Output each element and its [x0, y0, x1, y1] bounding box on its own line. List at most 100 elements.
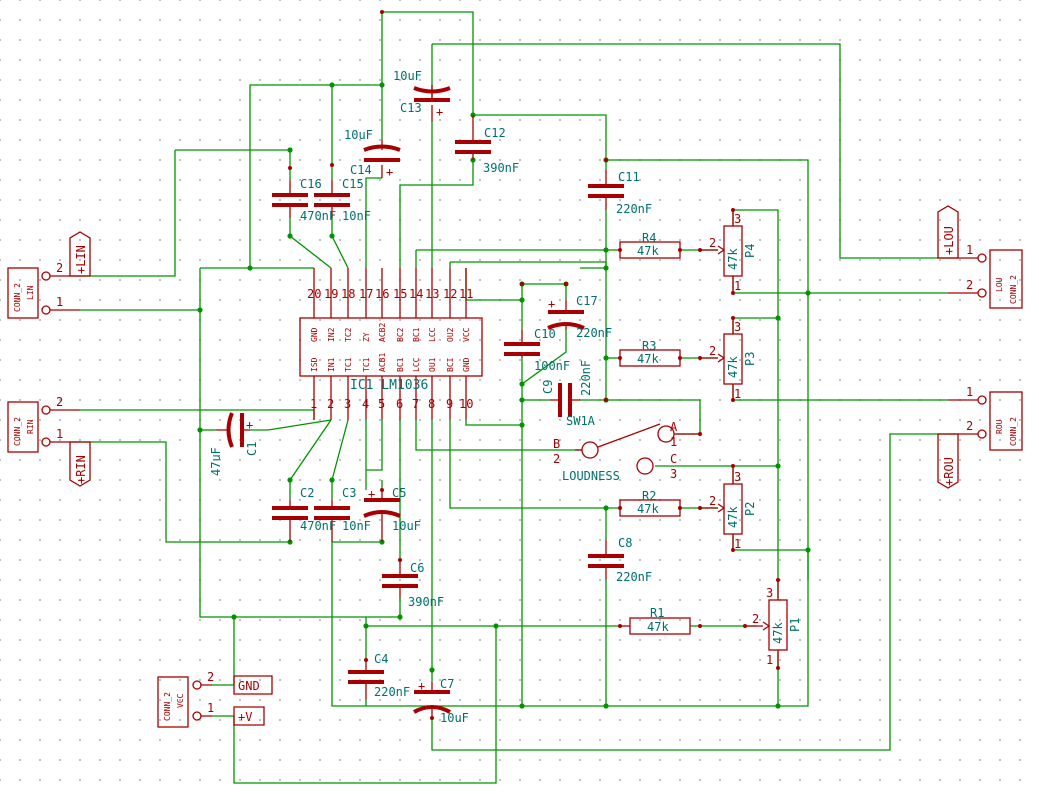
p1-value: 47k: [771, 622, 785, 644]
pin-dots: [288, 10, 780, 720]
r4-ref: R4: [642, 231, 656, 245]
p3-ref: P3: [743, 352, 757, 366]
component-labels: C16 C15 470nF 10nF 10uF C14 10uF C13 C12…: [13, 69, 1018, 725]
net-lin: +LIN: [74, 245, 88, 274]
net-v: +V: [238, 710, 252, 724]
ic1-pin-name: OU2: [446, 327, 455, 342]
p3-pin2: 2: [709, 344, 716, 358]
p3-pin1: 1: [734, 387, 741, 401]
ic1-pin-name: TC1: [344, 357, 353, 372]
sw-name: LOUDNESS: [562, 469, 620, 483]
net-gnd: GND: [238, 679, 260, 693]
c4-value: 220nF: [374, 685, 410, 699]
switch-sw1a: [575, 423, 700, 475]
p1-pin3: 3: [766, 586, 773, 600]
ic1-pin-name: GND: [310, 327, 319, 342]
ic1-pin-number: 15: [393, 287, 407, 301]
rou-pin2: 2: [966, 419, 973, 433]
ic1-pin-number: 9: [446, 397, 453, 411]
rou-type: CONN_2: [1009, 417, 1018, 446]
rin-type: CONN_2: [13, 417, 22, 446]
p1-ref: P1: [788, 618, 802, 632]
ic1-pin-number: 20: [307, 287, 321, 301]
r2-ref: R2: [642, 489, 656, 503]
vcc-pin2: 2: [207, 670, 214, 684]
p1-pin1: 1: [766, 653, 773, 667]
ic1-pin-number: 13: [425, 287, 439, 301]
c5-plus-mark: +: [368, 487, 375, 501]
ic1-pin-name: LCC: [412, 357, 421, 372]
ic1-pin-number: 1: [310, 397, 317, 411]
vcc-type: CONN_2: [163, 692, 172, 721]
c13-plus-mark: +: [436, 105, 443, 119]
ic1-pin-number: 5: [378, 397, 385, 411]
c1-plus-mark: +: [246, 418, 253, 432]
p1-pin2: 2: [752, 612, 759, 626]
c3-ref: C3: [342, 486, 356, 500]
ic1-pin-name: ACB1: [378, 353, 387, 372]
c16-value: 470nF: [300, 209, 336, 223]
c4-ref: C4: [374, 652, 388, 666]
r1-ref: R1: [650, 606, 664, 620]
c15-ref: C15: [342, 177, 364, 191]
vcc-pin1: 1: [207, 701, 214, 715]
ic1-pin-name: BC1: [396, 357, 405, 372]
ic1-pin-number: 2: [327, 397, 334, 411]
c1-ref: C1: [245, 442, 259, 456]
wires: [80, 11, 948, 784]
c13-value: 10uF: [393, 69, 422, 83]
lin-type: CONN_2: [13, 283, 22, 312]
ic1-pin-name: BC1: [412, 327, 421, 342]
net-lou: +LOU: [942, 226, 956, 255]
net-labels: [69, 205, 959, 726]
p3-value: 47k: [726, 356, 740, 378]
c15-value: 10nF: [342, 209, 371, 223]
sw-pin-c-num: 3: [670, 467, 677, 481]
ic1-pin-number: 18: [341, 287, 355, 301]
ic1-pin-name: VCC: [462, 327, 471, 342]
ic1-pin-number: 16: [375, 287, 389, 301]
c7-value: 10uF: [440, 711, 469, 725]
sw-pin-a-letter: A: [670, 420, 678, 434]
rin-pin1: 1: [56, 427, 63, 441]
ic1-pin-number: 17: [359, 287, 373, 301]
sw-pin-b-num: 2: [553, 452, 560, 466]
c9-value: 220nF: [579, 360, 593, 396]
rou-pin1: 1: [966, 385, 973, 399]
p2-pin2: 2: [709, 494, 716, 508]
c12-value: 390nF: [483, 161, 519, 175]
ic1-pin-name: ZY: [362, 332, 371, 342]
ic1-pin-name: IN2: [327, 327, 336, 342]
capacitors: + + + + +: [216, 85, 624, 718]
vcc-name: VCC: [176, 693, 185, 708]
rin-pin2: 2: [56, 395, 63, 409]
ic1-pin-name: IN1: [327, 357, 336, 372]
ic1-pin-number: 19: [324, 287, 338, 301]
p2-ref: P2: [743, 502, 757, 516]
lou-pin2: 2: [966, 278, 973, 292]
c10-value: 100nF: [534, 359, 570, 373]
c14-plus-mark: +: [386, 165, 393, 179]
p4-ref: P4: [743, 244, 757, 258]
c3-value: 10nF: [342, 519, 371, 533]
c6-ref: C6: [410, 561, 424, 575]
lin-name: LIN: [26, 285, 35, 300]
rin-name: RIN: [26, 419, 35, 434]
p4-pin2: 2: [709, 236, 716, 250]
lou-name: LOU: [995, 277, 1004, 292]
c7-plus-mark: +: [418, 679, 425, 693]
p4-value: 47k: [726, 248, 740, 270]
ic1-pin-number: 7: [412, 397, 419, 411]
ic1-pin-number: 10: [459, 397, 473, 411]
ic1-pin-number: 4: [362, 397, 369, 411]
ic1-pin-name: OU1: [428, 357, 437, 372]
ic1-pin-name: BCI: [446, 357, 455, 372]
c9-ref: C9: [541, 380, 555, 394]
c8-value: 220nF: [616, 570, 652, 584]
potentiometers: [700, 210, 788, 668]
ic1-pin-number: 14: [409, 287, 423, 301]
net-rin: +RIN: [74, 455, 88, 484]
ic1-pin-name: BC2: [396, 327, 405, 342]
